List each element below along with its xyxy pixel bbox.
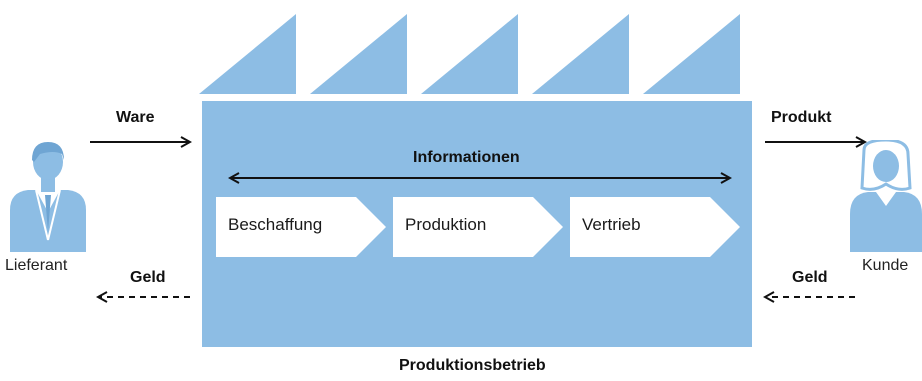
- supplier-person-icon: [10, 142, 86, 252]
- step-beschaffung: Beschaffung: [216, 197, 386, 257]
- factory-roof: [199, 14, 740, 94]
- step-vertrieb: Vertrieb: [570, 197, 740, 257]
- kunde-label: Kunde: [862, 257, 909, 274]
- step-label: Produktion: [405, 215, 487, 234]
- ware-label: Ware: [116, 109, 155, 126]
- produkt-label: Produkt: [771, 109, 832, 126]
- step-label: Beschaffung: [228, 215, 323, 234]
- step-produktion: Produktion: [393, 197, 563, 257]
- customer-person-icon: [850, 140, 922, 252]
- informationen-label: Informationen: [413, 149, 520, 166]
- produktionsbetrieb-label: Produktionsbetrieb: [399, 357, 546, 374]
- step-label: Vertrieb: [582, 215, 641, 234]
- lieferant-label: Lieferant: [5, 257, 68, 274]
- geld-left-label: Geld: [130, 269, 166, 286]
- geld-right-label: Geld: [792, 269, 828, 286]
